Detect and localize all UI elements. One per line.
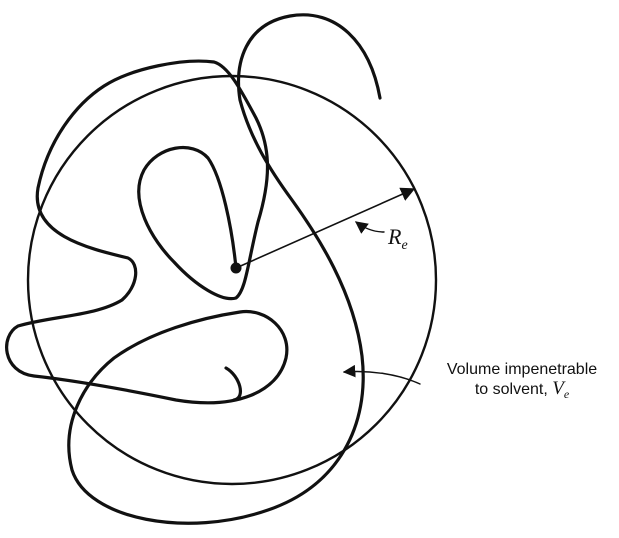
radius-label-leader-arrow	[356, 222, 384, 232]
polymer-chain-curve	[7, 15, 380, 523]
polymer-chain-tail	[226, 368, 240, 400]
volume-label-subscript: e	[564, 387, 570, 401]
volume-label-line-2: to solvent, Ve	[475, 378, 570, 401]
radius-label-subscript: e	[401, 238, 407, 253]
volume-label-line-2-text: to solvent,	[475, 381, 552, 398]
volume-label-line-1: Volume impenetrable	[447, 361, 597, 378]
radius-label-symbol: R	[387, 224, 402, 249]
equivalent-sphere-circle	[28, 76, 436, 484]
radius-label: Re	[387, 224, 408, 253]
